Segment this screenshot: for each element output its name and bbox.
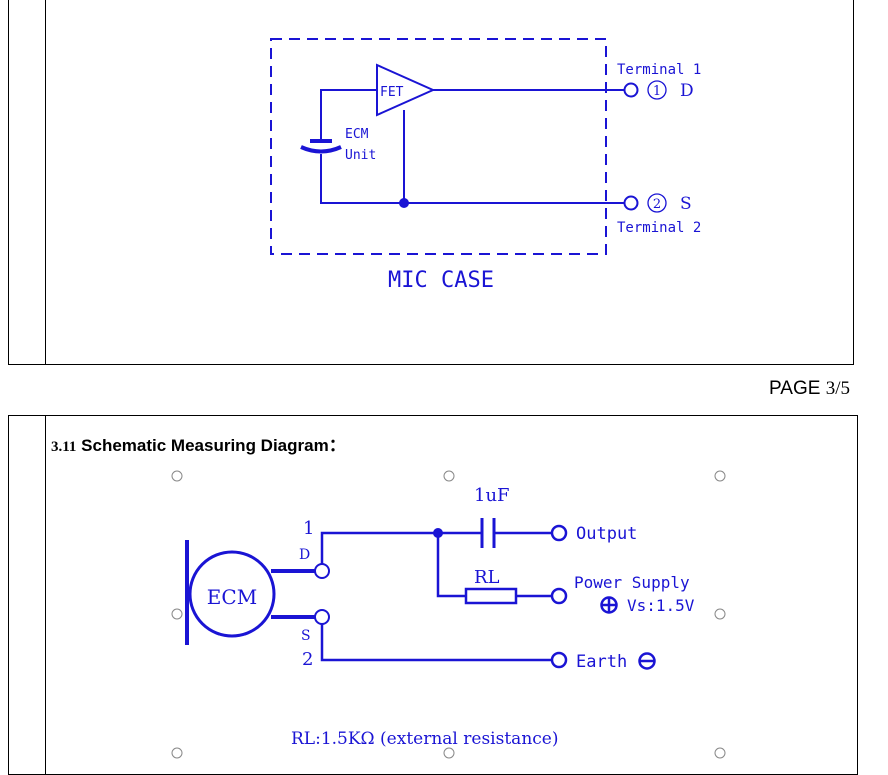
resistor-rl <box>464 587 518 605</box>
placeholder-circle <box>443 470 455 482</box>
terminal1-number-circle <box>647 80 667 100</box>
placeholder-circle <box>171 747 183 759</box>
placeholder-circle <box>714 747 726 759</box>
page-label: PAGE <box>769 378 821 399</box>
terminal1-label: Terminal 1 <box>617 62 701 78</box>
table-column-divider <box>45 416 46 774</box>
terminal2-number: 2 <box>653 197 661 212</box>
terminal2-pin: S <box>680 194 692 214</box>
measuring-diagram: ECM 1 D S 2 1uF Output RL Power Supply V… <box>171 470 726 759</box>
page-number: PAGE 3/5 <box>769 378 850 400</box>
earth-label: Earth <box>576 652 627 672</box>
output-terminal <box>550 524 568 542</box>
junction-dot <box>399 198 409 208</box>
page-number-value: 3/5 <box>825 378 850 399</box>
section-title-text: Schematic Measuring Diagram： <box>81 436 346 455</box>
resistor-label: RL <box>474 567 500 588</box>
mic-case-label: MIC CASE <box>388 268 494 293</box>
pin2-label: 2 <box>302 649 313 670</box>
output-label: Output <box>576 524 637 544</box>
pin-d-label: D <box>299 547 310 563</box>
s-wire <box>320 624 552 662</box>
rl-wire <box>436 533 466 598</box>
table-column-divider <box>45 0 46 364</box>
placeholder-circle <box>714 608 726 620</box>
ecm-plate-bottom <box>300 145 342 154</box>
power-supply-label: Power Supply <box>574 573 690 592</box>
ecm-circle <box>188 550 276 638</box>
mic-case-box <box>270 38 607 255</box>
pin1-label: 1 <box>303 518 314 539</box>
ecm-symbol-label: ECM <box>207 585 257 609</box>
terminal2-number-circle <box>647 193 667 213</box>
gate-wire <box>320 89 377 140</box>
placeholder-circle <box>443 747 455 759</box>
terminal1-connector <box>623 82 639 98</box>
placeholder-circle <box>714 470 726 482</box>
terminal1-number: 1 <box>653 84 661 99</box>
top-table-frame <box>8 0 854 365</box>
vs-label: Vs:1.5V <box>627 596 695 615</box>
terminal2-label: Terminal 2 <box>617 220 701 236</box>
terminal2-connector <box>623 195 639 211</box>
ground-wire <box>320 154 624 204</box>
rl-note: RL:1.5KΩ (external resistance) <box>291 729 558 749</box>
terminal1-pin: D <box>680 81 694 101</box>
pin-d-connector <box>314 563 330 579</box>
ecm-unit-label: Unit <box>345 148 376 163</box>
placeholder-circle <box>171 470 183 482</box>
section-number: 3.11 <box>51 439 77 455</box>
capacitor-label: 1uF <box>474 485 510 506</box>
power-terminal <box>550 587 568 605</box>
mic-case-diagram: FET ECM Unit Terminal 1 1 D 2 S Terminal… <box>270 38 701 293</box>
pin-s-connector <box>314 609 330 625</box>
earth-terminal <box>550 651 568 669</box>
ecm-label: ECM <box>345 127 369 142</box>
pin-s-label: S <box>301 628 311 644</box>
d-wire <box>320 531 482 564</box>
placeholder-circle <box>171 608 183 620</box>
fet-label: FET <box>380 85 404 100</box>
section-title: 3.11 Schematic Measuring Diagram： <box>51 431 346 456</box>
